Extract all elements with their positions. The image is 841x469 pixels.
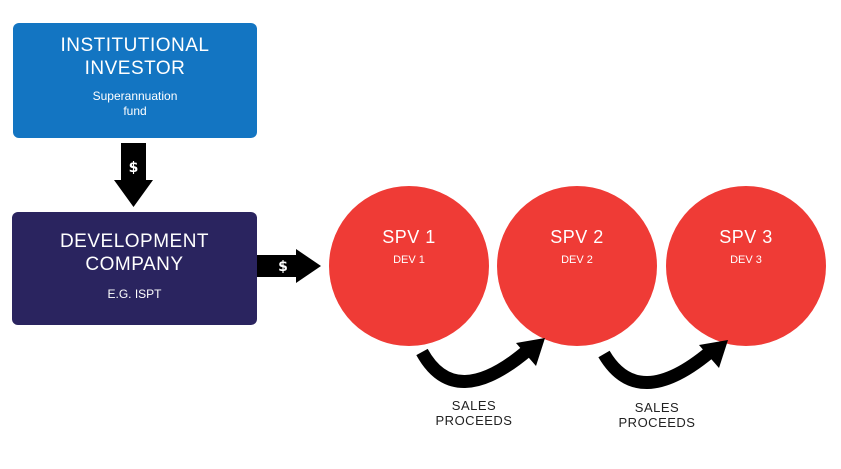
development-company-box: DEVELOPMENT COMPANY E.G. ISPT (12, 212, 257, 325)
curved-arrow-icon-1 (416, 338, 545, 388)
spv-3-subtitle: DEV 3 (730, 254, 762, 266)
investor-title-line1: INSTITUTIONAL (60, 35, 210, 56)
developer-title-line2: COMPANY (85, 254, 184, 275)
sales-label-1-line1: SALES (451, 398, 497, 413)
institutional-investor-box: INSTITUTIONAL INVESTOR Superannuation fu… (13, 23, 257, 138)
spv-1-subtitle: DEV 1 (393, 254, 425, 266)
sales-proceeds-label-2: SALES PROCEEDS (607, 400, 707, 430)
spv-1-title: SPV 1 (382, 227, 436, 247)
spv-circle-3: SPV 3 DEV 3 (666, 186, 826, 346)
investor-subtitle: Superannuation fund (13, 89, 257, 119)
spv-circle-1: SPV 1 DEV 1 (329, 186, 489, 346)
investor-title-line2: INVESTOR (84, 58, 186, 79)
developer-subtitle: E.G. ISPT (107, 287, 162, 301)
curved-arrow-icon-2 (598, 340, 728, 389)
sales-label-2-line2: PROCEEDS (618, 415, 696, 430)
right-arrow-icon: $ (257, 249, 321, 283)
sales-proceeds-label-1: SALES PROCEEDS (424, 398, 524, 428)
investor-subtitle-line1: Superannuation (92, 89, 178, 103)
spv-3-title: SPV 3 (719, 227, 773, 247)
down-arrow-dollar-label: $ (129, 160, 139, 176)
sales-label-1-line2: PROCEEDS (435, 413, 513, 428)
spv-2-subtitle: DEV 2 (561, 254, 593, 266)
down-arrow-icon: $ (114, 143, 153, 207)
right-arrow-dollar-label: $ (278, 259, 288, 275)
investor-subtitle-line2: fund (123, 104, 147, 118)
sales-label-2-line1: SALES (634, 400, 680, 415)
developer-title-line1: DEVELOPMENT (59, 231, 210, 252)
spv-circle-2: SPV 2 DEV 2 (497, 186, 657, 346)
spv-2-title: SPV 2 (550, 227, 604, 247)
